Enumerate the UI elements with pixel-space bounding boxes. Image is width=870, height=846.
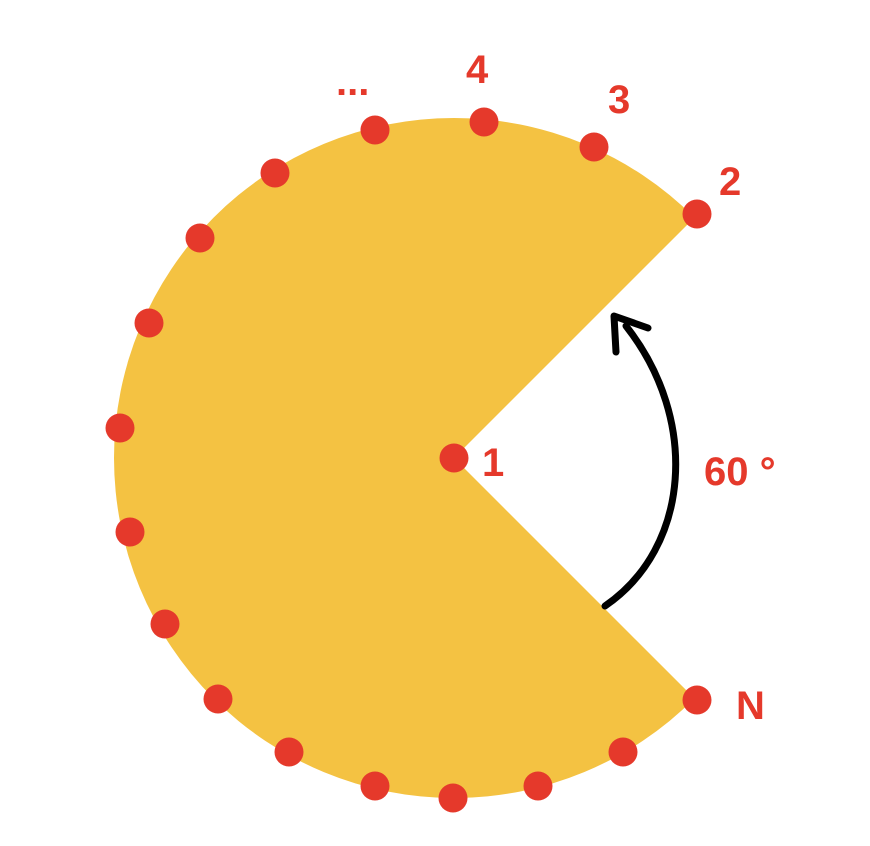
point-16	[523, 771, 553, 801]
point-6	[260, 158, 290, 188]
label-point-2: 2	[719, 160, 742, 204]
label-point-3: 3	[608, 78, 631, 122]
circle-sector	[114, 117, 695, 798]
label-point-4: 4	[466, 48, 489, 92]
point-14	[360, 771, 390, 801]
point-13	[274, 737, 304, 767]
point-11	[150, 609, 180, 639]
curved-arrow-icon	[601, 312, 680, 610]
point-12	[203, 684, 233, 714]
boundary-points	[105, 107, 712, 813]
arrow-head-icon	[610, 312, 652, 356]
point-5	[360, 115, 390, 145]
point-15	[438, 783, 468, 813]
angle-arc	[601, 322, 680, 610]
point-n	[682, 685, 712, 715]
label-ellipsis: ...	[336, 60, 370, 104]
label-angle: 60 °	[704, 450, 776, 494]
point-center	[439, 443, 469, 473]
point-7	[185, 223, 215, 253]
point-2	[682, 199, 712, 229]
point-17	[608, 737, 638, 767]
label-center: 1	[482, 441, 505, 485]
point-3	[579, 132, 609, 162]
point-4	[469, 107, 499, 137]
point-9	[105, 413, 135, 443]
point-10	[115, 517, 145, 547]
point-8	[134, 308, 164, 338]
label-point-n: N	[736, 684, 765, 728]
